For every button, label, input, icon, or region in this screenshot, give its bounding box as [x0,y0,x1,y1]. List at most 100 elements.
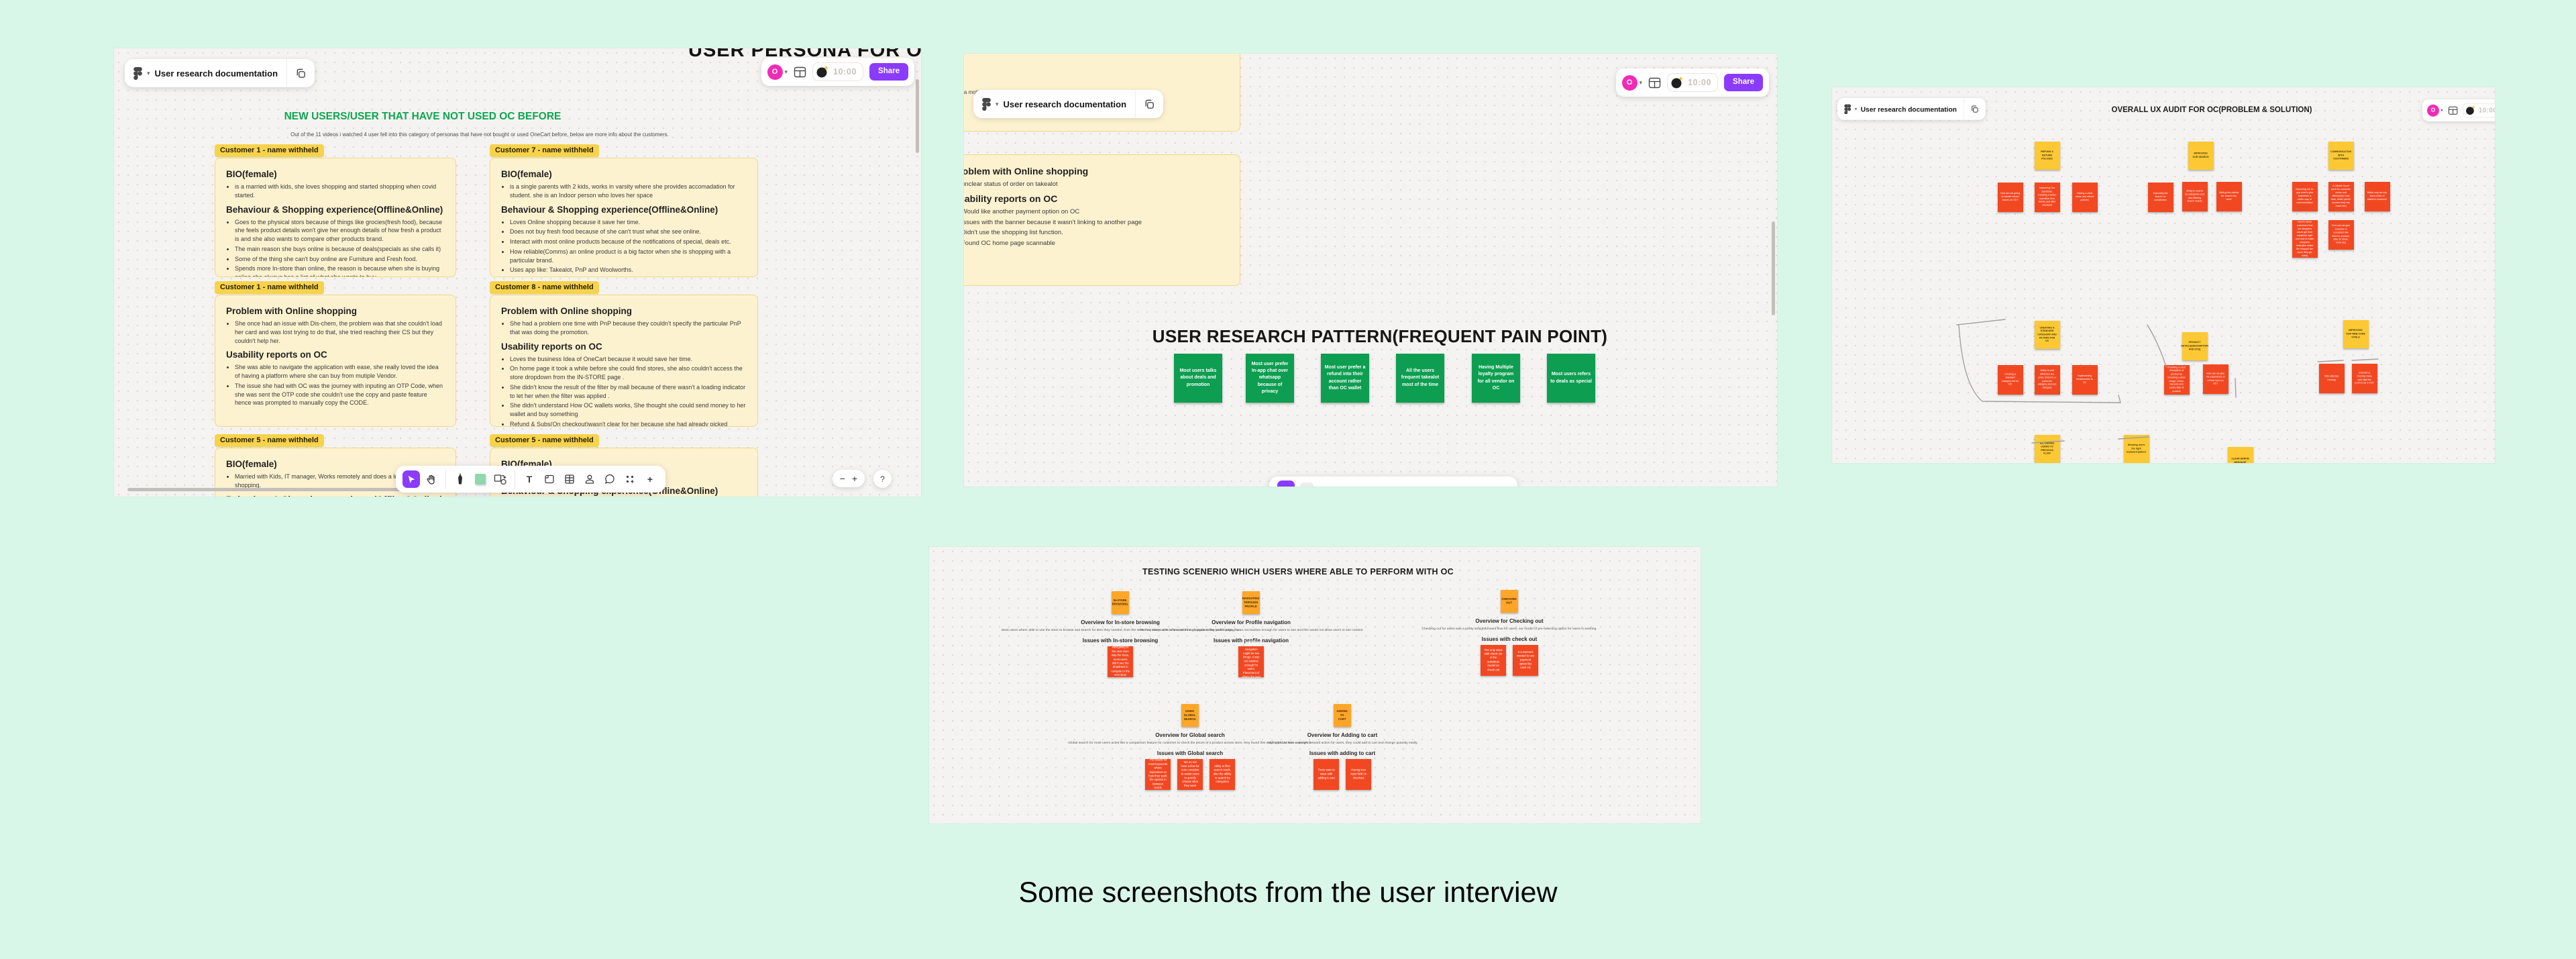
avatar[interactable]: O [767,64,783,80]
issue-note[interactable]: 2 customers wanted to use payment option… [1513,645,1538,676]
customer-card[interactable]: BIO(female)is a married with kids, she l… [215,158,456,277]
scenario-header-note[interactable]: CHECKING OUT [1501,590,1518,613]
issue-note[interactable]: Abilty to filter search result, also the… [1210,759,1235,790]
user-menu[interactable]: O ▾ [767,64,788,80]
user-menu[interactable]: O ▾ [1621,74,1642,91]
sticky-note-item[interactable]: Ability to add attributes like price, br… [2035,365,2060,395]
duplicate-button[interactable] [1136,99,1163,110]
layout-grid-icon[interactable] [794,66,806,78]
layout-grid-icon[interactable] [1648,77,1661,89]
sticky-note-item[interactable]: A reliable touch point for customer onli… [2328,182,2354,211]
issue-note[interactable]: There was no issue with adding to cart [1313,759,1339,790]
select-tool[interactable] [402,470,420,488]
timer-widget[interactable]: 10:00 [2462,103,2495,118]
green-sticky-note[interactable]: Most user prefer a refund into their acc… [1321,354,1369,403]
more-tools-button[interactable]: + [641,470,659,488]
layout-grid-icon[interactable] [2448,106,2458,115]
green-sticky-note[interactable]: All the users frequent takealot most of … [1396,354,1444,403]
scenario-header-note[interactable]: ADDING TO CART [1334,704,1351,727]
file-toolbar[interactable]: ▾ User research documentation [973,90,1164,118]
sticky-note-topic[interactable]: IMPROVING OUR WEB CORE VITALS [2343,320,2369,348]
vertical-scrollbar[interactable] [1772,221,1775,315]
marker-tool[interactable] [451,470,469,488]
scenario-header-note[interactable]: USING GLOBAL SEARCH [1181,704,1199,727]
green-sticky-note[interactable]: Having Multiple loyalty program for all … [1472,354,1520,403]
shape-tool[interactable] [492,470,509,488]
share-button[interactable]: Share [1724,74,1763,91]
sticky-note-item[interactable]: How can we give customer a consistent li… [2328,220,2354,250]
customer-label[interactable]: Customer 5 - name withheld [215,434,324,447]
file-toolbar[interactable]: ▾ User research documentation [125,59,315,87]
horizontal-scrollbar[interactable] [127,488,416,491]
sticky-note-item[interactable]: Better way we can show order of status t… [2365,182,2390,211]
figjam-toolbar-clipped[interactable] [1269,476,1517,487]
table-tool[interactable] [561,470,578,488]
sticky-note-topic[interactable]: CLEAR ERROR MESSAGE [2228,447,2253,463]
section-tool[interactable] [541,470,558,488]
vertical-scrollbar[interactable] [916,79,919,153]
customer-label[interactable]: Customer 7 - name withheld [490,144,599,157]
customer-card[interactable]: Problem with Online shoppingShe had a pr… [490,295,758,427]
sticky-note-item[interactable]: How are we going to handle refund issues… [1998,183,2023,212]
avatar[interactable]: O [1621,74,1638,91]
user-menu[interactable]: O ▾ [2427,104,2443,117]
customer-card-partial[interactable]: Problem with Online shopping unclear sta… [964,154,1240,286]
sticky-note-item[interactable]: XML sitemap missing [2319,364,2345,393]
sticky-note-topic[interactable]: CREATING A STANDARD CATEGORY AND FILTERS… [2035,321,2060,349]
zoom-in-button[interactable]: + [851,473,857,484]
sticky-note-item[interactable]: OneCart is missing many web vital like (… [2352,364,2377,393]
green-sticky-note[interactable]: Most users refers to deals as special [1547,354,1595,403]
issue-note[interactable]: Navigating to the next store was the iss… [1108,646,1133,677]
avatar[interactable]: O [2427,104,2439,117]
sticky-note-topic[interactable]: Showing users the right keyboard pattern [2124,435,2149,463]
zoom-out-button[interactable]: − [839,473,845,484]
green-sticky-note[interactable]: Most user prefer In-app chat over whatsa… [1246,354,1294,403]
file-menu[interactable]: ▾ User research documentation [125,59,286,87]
customer-label[interactable]: Customer 8 - name withheld [490,281,599,294]
sticky-note-tool[interactable] [472,470,489,488]
issue-note[interactable]: We do not have a flow for Auto complete … [1177,759,1203,790]
issue-note[interactable]: The results for most keywords where depe… [1145,759,1171,790]
sticky-note-topic[interactable]: COMMUNICATION WITH CUSTOMERS [2328,142,2354,170]
timer-widget[interactable]: 10:00 [812,62,864,81]
file-menu[interactable]: ▾ User research documentation [1837,98,1964,120]
stamp-tool[interactable] [581,470,598,488]
timer-widget[interactable]: 10:00 [1667,73,1719,92]
sticky-note-item[interactable]: Providing a clear description of product… [2164,365,2190,395]
comment-tool[interactable] [601,470,619,488]
text-tool[interactable]: T [521,470,538,488]
hand-tool[interactable] [423,470,440,488]
issue-note[interactable]: The only issue with check out is the sub… [1481,645,1506,676]
sticky-note-topic[interactable]: IMPROVING OUR SEARCH [2188,142,2214,170]
sticky-note-topic[interactable]: PRODUCT DETAILS(DESCRIPTION AND DOS) [2182,332,2208,360]
help-button[interactable]: ? [873,470,892,488]
sticky-note-topic[interactable]: RETURNING USERS TO PREVIOUS FLOW [2035,435,2060,463]
scenario-header-note[interactable]: IN-STORE BROWSING [1112,591,1129,614]
issue-note[interactable]: The problem with the navigation might be… [1238,640,1264,683]
sticky-note-item[interactable]: Setting the criteria for search key word [2216,182,2242,211]
scenario-header-note[interactable]: NAVIGATING THROUGH PROFILE [1242,591,1260,614]
sticky-note-item[interactable]: Improving our in-app chat to give custom… [2292,182,2318,211]
sticky-note-item[interactable]: Improving the search on substitution [2148,183,2174,212]
customer-card[interactable]: BIO(female)is a single parents with 2 ki… [490,158,758,277]
customer-label[interactable]: Customer 5 - name withheld [490,434,599,447]
duplicate-button[interactable] [1964,105,1986,113]
widgets-tool[interactable] [621,470,639,488]
sticky-note-item[interactable]: How to show customers that our shoppers … [2292,220,2318,258]
green-sticky-note[interactable]: Most users talks about deals and promoti… [1174,354,1222,403]
file-toolbar[interactable]: ▾ User research documentation [1837,98,1986,120]
hand-tool[interactable] [1300,483,1313,487]
sticky-note-topic[interactable]: REFUND & RETURN POLICIES [2035,142,2060,170]
sticky-note-item[interactable]: Implementing breadcrumbs to OC [2072,365,2098,395]
customer-label[interactable]: Customer 1 - name withheld [215,144,324,157]
sticky-note-item[interactable]: Having a clear return and refund policie… [2072,183,2098,212]
duplicate-button[interactable] [287,68,315,79]
share-button[interactable]: Share [869,63,908,81]
file-menu[interactable]: ▾ User research documentation [973,90,1135,118]
sticky-note-item[interactable]: Creating a standard Category list for OC [1998,365,2023,395]
customer-label[interactable]: Customer 1 - name withheld [215,281,324,294]
sticky-note-item[interactable]: Improving Our substitute, Creating a bet… [2035,183,2060,212]
sticky-note-item[interactable]: Ability to search by categories and also… [2182,182,2208,211]
customer-card[interactable]: Problem with Online shoppingShe once had… [215,295,456,427]
select-tool[interactable] [1277,481,1295,487]
